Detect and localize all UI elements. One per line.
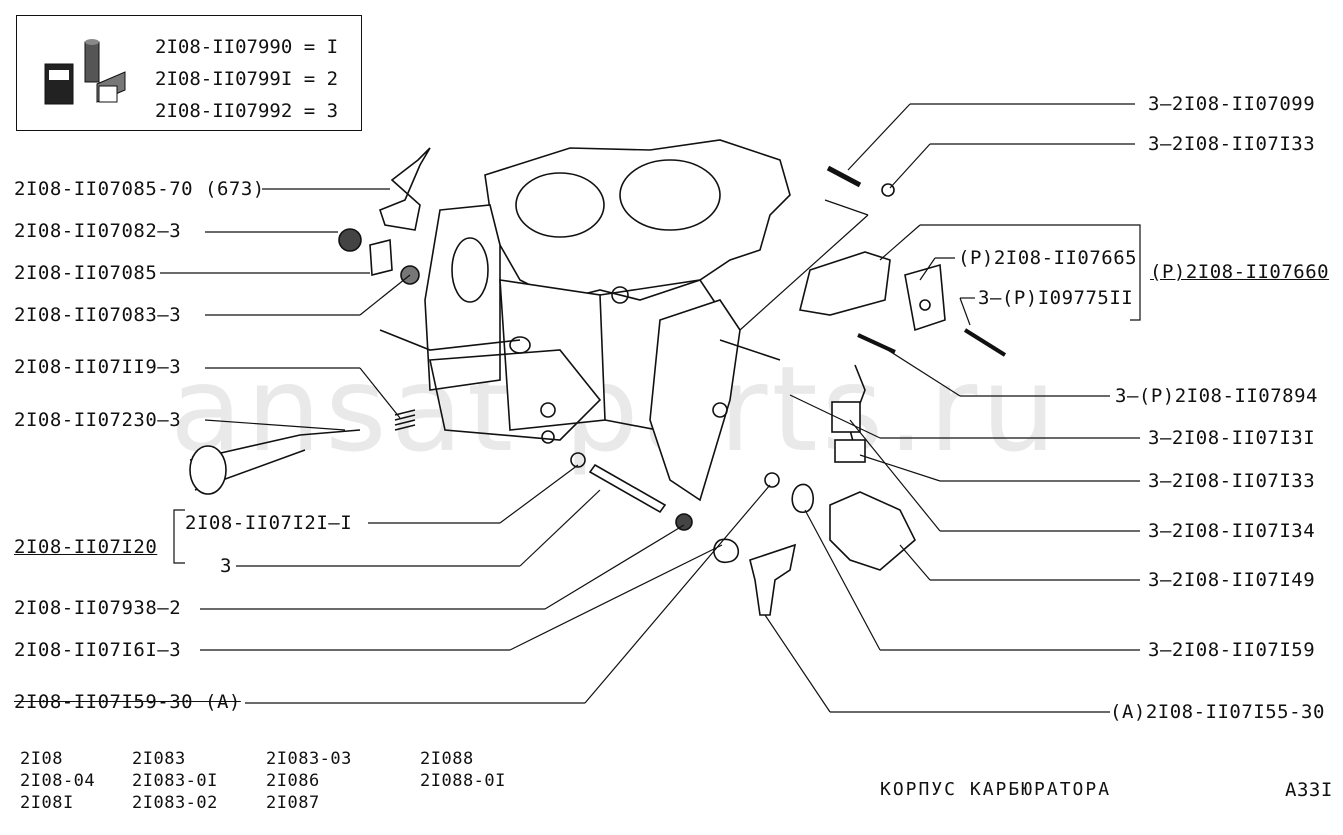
- model-21086: 2I086: [266, 771, 320, 791]
- label-r-2108-1107149: 3—2I08-II07I49: [1148, 569, 1316, 591]
- label-r-2108-1107134: 3—2I08-II07I34: [1148, 520, 1316, 542]
- label-r-2108-1107133-b: 3—2I08-II07I33: [1148, 470, 1316, 492]
- model-21088: 2I088: [420, 749, 474, 769]
- label-2108-1107082: 2I08-II07082—3: [14, 220, 182, 242]
- label-qty-3: 3: [220, 555, 232, 577]
- label-r-2108-1107665: (P)2I08-II07665: [958, 247, 1138, 269]
- label-r-2108-1107660: (P)2I08-II07660: [1150, 261, 1330, 283]
- model-21087: 2I087: [266, 793, 320, 813]
- label-2108-1107120: 2I08-II07I20: [14, 536, 158, 558]
- model-21083-02: 2I083-02: [132, 793, 218, 813]
- model-21088-01: 2I088-0I: [420, 771, 506, 791]
- legend-row-3: 2I08-II07992 = 3: [155, 100, 339, 122]
- label-2108-1107085-70: 2I08-II07085-70 (673): [14, 178, 265, 200]
- label-r-2108-1107131: 3—2I08-II07I3I: [1148, 427, 1316, 449]
- label-2108-1107161: 2I08-II07I6I—3: [14, 639, 182, 661]
- label-2108-1107938: 2I08-II07938—2: [14, 597, 182, 619]
- label-2108-1107119: 2I08-II07II9—3: [14, 356, 182, 378]
- page-title: КОРПУС КАРБЮРАТОРА: [880, 779, 1112, 800]
- model-2108-04: 2I08-04: [20, 771, 96, 791]
- kit-parts-icon: [44, 39, 126, 105]
- page-code: A33I: [1285, 779, 1333, 801]
- model-21083-03: 2I083-03: [266, 749, 352, 769]
- label-2108-1107085: 2I08-II07085: [14, 262, 158, 284]
- model-21083-01: 2I083-0I: [132, 771, 218, 791]
- legend-row-1: 2I08-II07990 = I: [155, 36, 339, 58]
- label-r-2108-1107155-30: (A)2I08-II07I55-30: [1110, 701, 1325, 723]
- label-r-2108-1107159: 3—2I08-II07I59: [1148, 639, 1316, 661]
- legend-box: 2I08-II07990 = I 2I08-II0799I = 2 2I08-I…: [16, 15, 362, 131]
- legend-row-2: 2I08-II0799I = 2: [155, 68, 339, 90]
- label-r-2108-1107133-a: 3—2I08-II07I33: [1148, 133, 1316, 155]
- label-r-2108-1107099: 3—2I08-II07099: [1148, 93, 1316, 115]
- label-2108-1107230: 2I08-II07230—3: [14, 409, 182, 431]
- label-2108-1107083: 2I08-II07083—3: [14, 304, 182, 326]
- label-2108-1107121: 2I08-II07I2I—I: [185, 512, 353, 534]
- label-r-10977511: 3—(P)I09775II: [978, 287, 1134, 309]
- label-2108-1107159-30: 2I08-II07I59-30 (A): [14, 691, 241, 713]
- model-21083: 2I083: [132, 749, 186, 769]
- label-r-2108-1107894: 3—(P)2I08-II07894: [1115, 385, 1318, 407]
- model-2108: 2I08: [20, 749, 63, 769]
- model-21081: 2I08I: [20, 793, 74, 813]
